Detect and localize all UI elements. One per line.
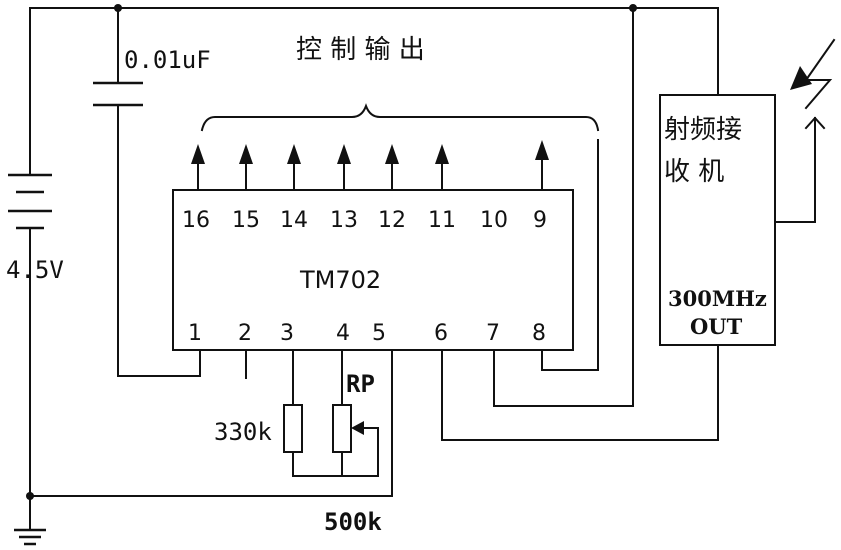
- pin-label-12: 12: [378, 208, 406, 233]
- chip-label: TM702: [299, 266, 381, 294]
- receiver-output-label: OUT: [690, 314, 743, 339]
- potentiometer-value: 500k: [324, 508, 382, 536]
- pin-label-3: 3: [280, 321, 294, 346]
- pin-label-2: 2: [238, 321, 252, 346]
- receiver-label-line2: 收 机: [664, 157, 724, 187]
- rf-receiver-box: [659, 94, 776, 346]
- pin-label-14: 14: [280, 208, 308, 233]
- pin-label-4: 4: [336, 321, 350, 346]
- pin-label-13: 13: [330, 208, 358, 233]
- pin8-wire: [541, 139, 599, 371]
- resistor-330k: [283, 349, 303, 477]
- top-rail-wire: [29, 4, 719, 176]
- pin-label-5: 5: [372, 321, 386, 346]
- pin-label-15: 15: [232, 208, 260, 233]
- battery-icon: [8, 173, 52, 521]
- pin-label-11: 11: [428, 208, 456, 233]
- potentiometer-rp: [292, 349, 379, 477]
- receiver-label-line1: 射频接: [664, 115, 742, 145]
- pin-label-16: 16: [182, 208, 210, 233]
- antenna-icon: [774, 116, 826, 223]
- pin-label-7: 7: [486, 321, 500, 346]
- resistor-label: 330k: [214, 418, 272, 446]
- pin-label-9: 9: [533, 208, 547, 233]
- pin-label-10: 10: [480, 208, 508, 233]
- control-output-label: 控 制 输 出: [296, 35, 425, 65]
- pin-label-1: 1: [188, 321, 202, 346]
- bottom-rail-wire: [29, 349, 393, 497]
- pin-label-6: 6: [434, 321, 448, 346]
- pin7-to-rail-wire: [493, 7, 634, 407]
- capacitor-label: 0.01uF: [124, 46, 211, 74]
- chip-body: [172, 189, 574, 351]
- bottom-rail-node: [26, 492, 34, 500]
- capacitor: [93, 7, 201, 377]
- pin-label-8: 8: [532, 321, 546, 346]
- ground-icon: [14, 519, 46, 546]
- output-arrows: [191, 140, 549, 191]
- output-bracket: [200, 103, 600, 132]
- lightning-bolt-icon: [790, 38, 836, 110]
- battery-label: 4.5V: [6, 256, 64, 284]
- potentiometer-label: RP: [346, 370, 375, 398]
- receiver-frequency: 300MHz: [668, 286, 767, 311]
- pin6-to-receiver-wire: [441, 344, 719, 441]
